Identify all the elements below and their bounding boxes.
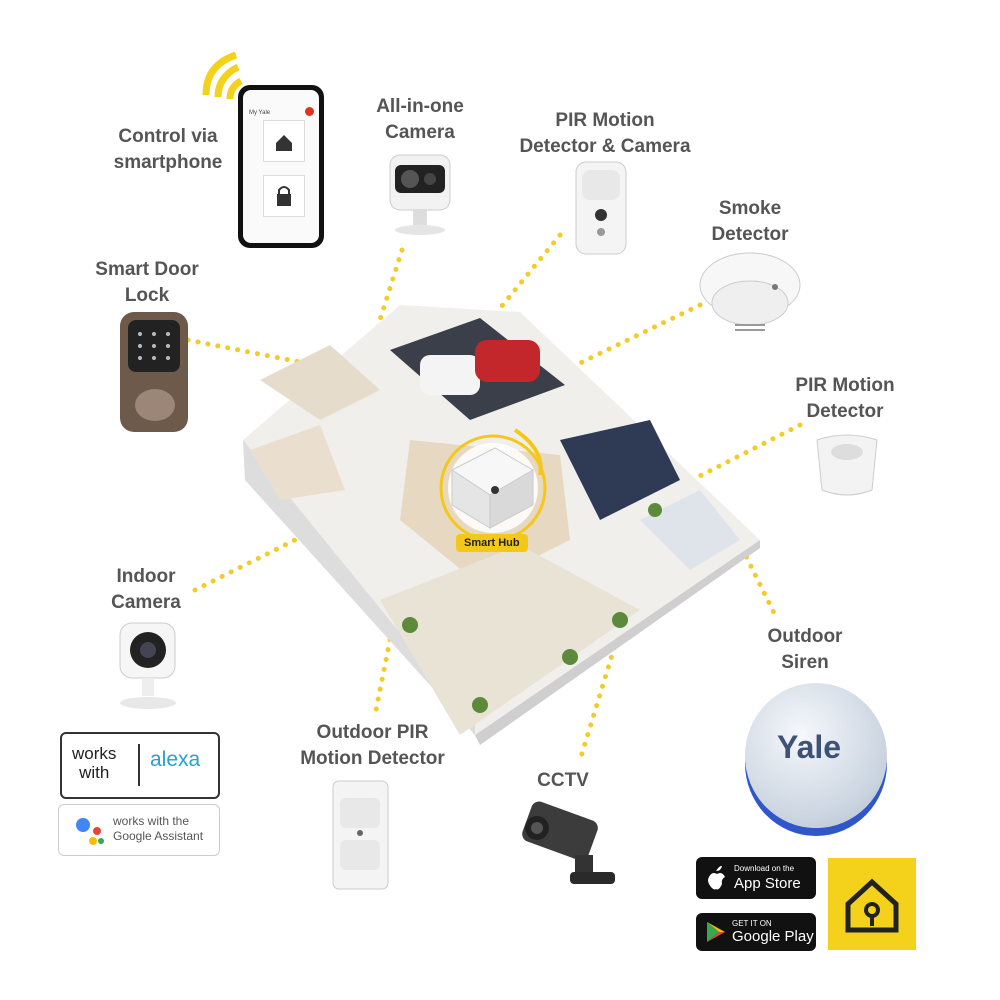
google-play-big-text: Google Play	[732, 928, 814, 945]
alexa-text: alexa	[150, 748, 201, 771]
door-lock-image	[120, 312, 188, 432]
label-smartphone: Control via smartphone	[113, 126, 223, 173]
google-assistant-badge: works with the Google Assistant	[58, 804, 220, 856]
siren-brand-text: Yale	[777, 729, 842, 765]
all-in-one-camera-image	[389, 154, 451, 235]
wifi-icon	[202, 51, 243, 100]
lock-tile	[263, 175, 305, 217]
outdoor-siren-image: Yale	[745, 683, 887, 828]
connector-siren	[739, 545, 778, 618]
label-outdoor-siren: Outdoor Siren	[767, 626, 843, 673]
label-smoke-detector: Smoke Detector	[711, 198, 789, 245]
outdoor-pir-image	[332, 780, 389, 890]
label-pir-detector: PIR Motion Detector	[795, 375, 895, 422]
label-outdoor-pir: Outdoor PIR Motion Detector	[300, 722, 445, 769]
label-indoor-camera: Indoor Camera	[111, 566, 181, 613]
works-with-alexa-badge: works with alexa	[60, 732, 220, 799]
cctv-image	[522, 801, 615, 884]
alexa-works-with-text: works with	[72, 744, 117, 782]
google-play-icon	[707, 922, 725, 942]
label-pir-camera: PIR Motion Detector & Camera	[519, 110, 691, 157]
google-play-small-text: GET IT ON	[732, 919, 772, 928]
google-assistant-icon	[76, 818, 104, 845]
car-red	[475, 340, 540, 382]
app-store-small-text: Download on the	[734, 864, 795, 873]
google-assistant-text: works with the Google Assistant	[113, 814, 204, 843]
app-store-big-text: App Store	[734, 875, 801, 892]
alarm-icon	[305, 107, 314, 116]
smoke-detector-image	[699, 252, 801, 331]
label-door-lock: Smart Door Lock	[95, 259, 199, 306]
apple-icon	[708, 865, 725, 890]
app-store-button[interactable]: Download on the App Store	[696, 857, 816, 899]
pir-camera-image	[575, 161, 627, 255]
yale-app-icon[interactable]	[828, 858, 916, 950]
connector-pir	[679, 422, 803, 488]
phone-header: My Yale	[249, 110, 271, 116]
smart-hub-badge: Smart Hub	[456, 534, 528, 552]
label-all-in-one-camera: All-in-one Camera	[376, 96, 464, 143]
indoor-camera-image	[119, 622, 176, 709]
google-play-button[interactable]: GET IT ON Google Play	[696, 913, 816, 951]
house-icon	[845, 878, 899, 933]
home-mode-tile	[263, 120, 305, 162]
smartphone-image: My Yale	[238, 85, 324, 248]
car-white	[420, 355, 480, 395]
label-cctv: CCTV	[537, 770, 589, 791]
connector-pir-camera	[494, 232, 563, 315]
pir-detector-image	[816, 434, 878, 496]
connector-door-lock	[185, 337, 303, 365]
